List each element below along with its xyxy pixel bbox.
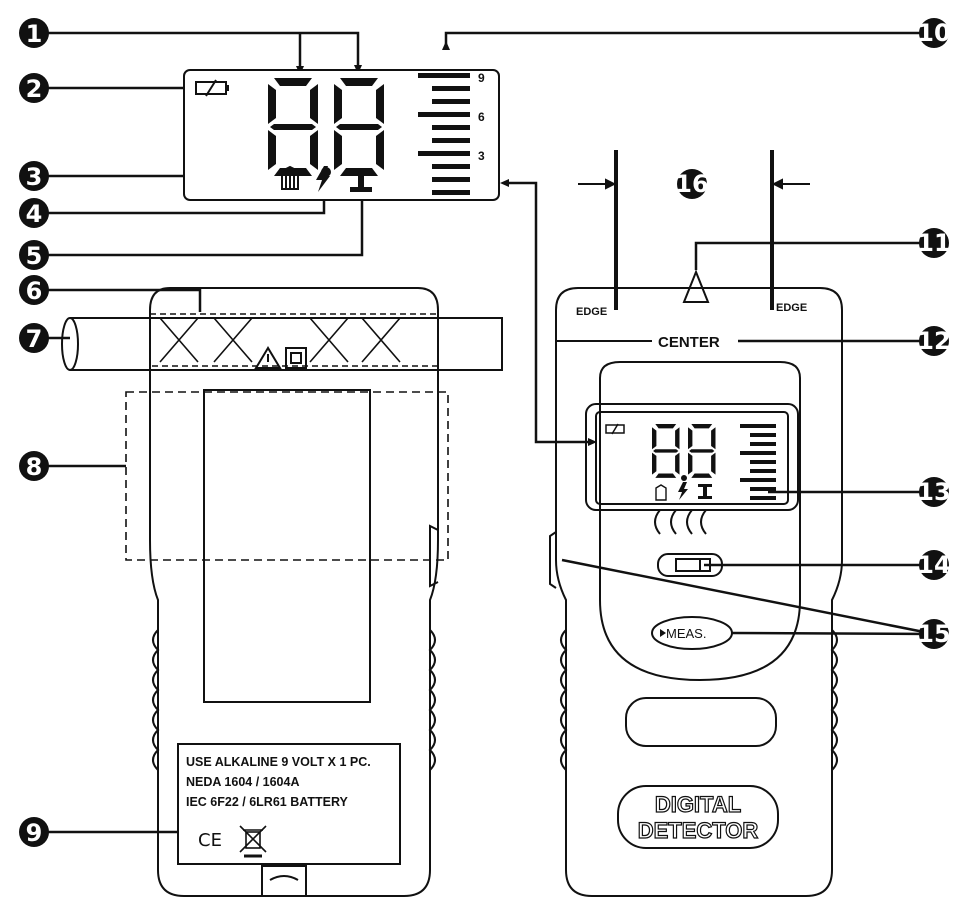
front-view-device	[549, 150, 843, 897]
brand-line-2: DETECTOR	[638, 818, 759, 843]
battery-line-1: USE ALKALINE 9 VOLT X 1 PC.	[186, 755, 371, 769]
svg-text:10: 10	[917, 19, 950, 47]
svg-text:8: 8	[26, 453, 43, 481]
callout-9: 9	[19, 817, 49, 847]
detection-zone	[125, 391, 449, 561]
callout-15: 15	[917, 619, 951, 649]
svg-text:15: 15	[917, 620, 950, 648]
edge-right-label: EDGE	[776, 302, 807, 314]
lcd-digits	[268, 78, 384, 177]
scale-tick-6: 6	[478, 110, 485, 124]
svg-text:3: 3	[26, 163, 43, 191]
callout-8: 8	[19, 451, 49, 481]
callout-2: 2	[19, 73, 49, 103]
svg-text:1: 1	[26, 20, 43, 48]
svg-text:12: 12	[917, 327, 950, 355]
callout-11: 11	[917, 228, 951, 258]
back-view-device	[149, 287, 439, 897]
lcd-detail: 9 6 3	[183, 69, 500, 201]
callout-16: 16	[675, 169, 709, 199]
pipe-icon	[61, 317, 503, 371]
small-battery-icon	[605, 423, 625, 435]
svg-text:16: 16	[675, 170, 708, 198]
scale-tick-9: 9	[478, 71, 485, 85]
wood-stud-icon	[350, 168, 372, 192]
sensor-window	[149, 313, 439, 367]
callout-badges: 1 2 3 4 5 6 7 8 9 10 11 12 13 14 15 16	[19, 18, 951, 847]
battery-line-2: NEDA 1604 / 1604A	[186, 775, 300, 789]
callout-14: 14	[917, 550, 951, 580]
callout-13: 13	[917, 477, 951, 507]
callout-10: 10	[917, 18, 951, 48]
callout-1: 1	[19, 18, 49, 48]
svg-text:4: 4	[26, 200, 43, 228]
battery-line-3: IEC 6F22 / 6LR61 BATTERY	[186, 795, 349, 809]
battery-label: USE ALKALINE 9 VOLT X 1 PC. NEDA 1604 / …	[177, 743, 401, 865]
svg-text:7: 7	[26, 325, 43, 353]
callout-7: 7	[19, 323, 49, 353]
battery-low-icon	[195, 79, 229, 97]
callout-12: 12	[917, 326, 951, 356]
svg-text:5: 5	[26, 242, 43, 270]
callout-5: 5	[19, 240, 49, 270]
meas-arrow-icon	[660, 629, 666, 637]
callout-3: 3	[19, 161, 49, 191]
svg-text:6: 6	[26, 277, 43, 305]
callout-4: 4	[19, 198, 49, 228]
edge-left-label: EDGE	[576, 306, 607, 318]
metal-stud-icon	[281, 165, 299, 190]
small-lcd	[605, 423, 776, 501]
svg-text:11: 11	[917, 229, 950, 257]
svg-text:13: 13	[917, 478, 950, 506]
lcd-bar-scale	[418, 73, 470, 195]
svg-text:9: 9	[26, 819, 43, 847]
meas-button[interactable]: MEAS.	[666, 626, 706, 641]
scale-tick-3: 3	[478, 149, 485, 163]
double-insulation-icon	[285, 347, 307, 369]
center-label: CENTER	[658, 334, 720, 351]
callout-6: 6	[19, 275, 49, 305]
svg-text:2: 2	[26, 75, 43, 103]
brand-line-1: DIGITAL	[655, 792, 741, 817]
svg-text:14: 14	[917, 551, 950, 579]
ce-mark: CE	[198, 830, 222, 851]
weee-bin-icon	[239, 825, 267, 858]
live-wire-icon	[316, 166, 330, 192]
warning-icon	[254, 346, 282, 369]
